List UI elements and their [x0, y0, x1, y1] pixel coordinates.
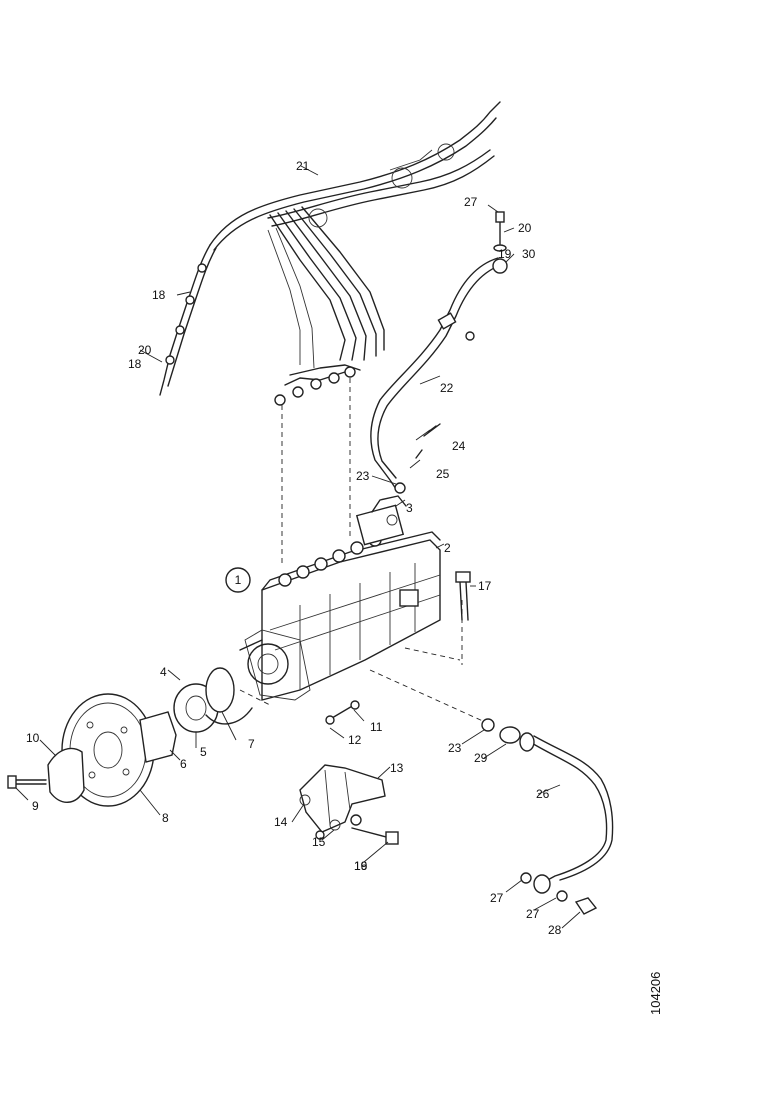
callout-18-lower: 18 [128, 357, 142, 371]
callout-10: 10 [26, 731, 40, 745]
callout-8: 8 [162, 811, 169, 825]
leader-lines [15, 165, 581, 929]
callout-17: 17 [478, 579, 492, 593]
callout-23-return: 23 [448, 741, 462, 755]
callout-26: 26 [536, 787, 550, 801]
callout-5: 5 [200, 745, 207, 759]
injection-pump [239, 495, 441, 701]
callout-6: 6 [180, 757, 187, 771]
callout-27-c: 27 [464, 195, 478, 209]
callout-13: 13 [390, 761, 404, 775]
callout-15: 15 [312, 835, 326, 849]
injection-lines-bundle [209, 101, 501, 406]
callout-4: 4 [160, 665, 167, 679]
callout-12: 12 [348, 733, 362, 747]
return-pipe [481, 718, 614, 915]
callout-21: 21 [296, 159, 310, 173]
callout-27-b: 27 [526, 907, 540, 921]
bolt-11 [325, 700, 360, 725]
callout-25: 25 [436, 467, 450, 481]
leak-off-line [159, 244, 217, 396]
callout-23-feed: 23 [356, 469, 370, 483]
callout-14: 14 [274, 815, 288, 829]
drive-gear-assembly [7, 667, 253, 807]
callout-9: 9 [32, 799, 39, 813]
mounting-bracket [299, 764, 399, 845]
callout-1-circle [225, 567, 251, 593]
callout-3: 3 [406, 501, 413, 515]
callout-2: 2 [444, 541, 451, 555]
callout-29: 29 [474, 751, 488, 765]
callout-19-bracket: 19 [354, 859, 368, 873]
callout-20-leakoff: 20 [138, 343, 152, 357]
callout-30: 30 [522, 247, 536, 261]
callout-20-top: 20 [518, 221, 532, 235]
callout-19-leakoff: 19 [498, 247, 512, 261]
callout-28: 28 [548, 923, 562, 937]
callout-16: 16 [354, 859, 368, 873]
callout-7: 7 [248, 737, 255, 751]
fuel-feed-pipe [370, 211, 508, 494]
callout-27-a: 27 [490, 891, 504, 905]
drawing-reference-number: 104206 [648, 972, 663, 1015]
callout-24: 24 [452, 439, 466, 453]
callout-labels: 1 2 3 4 5 6 7 8 9 10 11 12 13 14 15 16 1… [26, 159, 562, 937]
callout-1: 1 [235, 573, 242, 587]
bolt-17 [455, 571, 471, 621]
callout-22: 22 [440, 381, 454, 395]
callout-18-upper: 18 [152, 288, 166, 302]
callout-11: 11 [370, 720, 383, 734]
